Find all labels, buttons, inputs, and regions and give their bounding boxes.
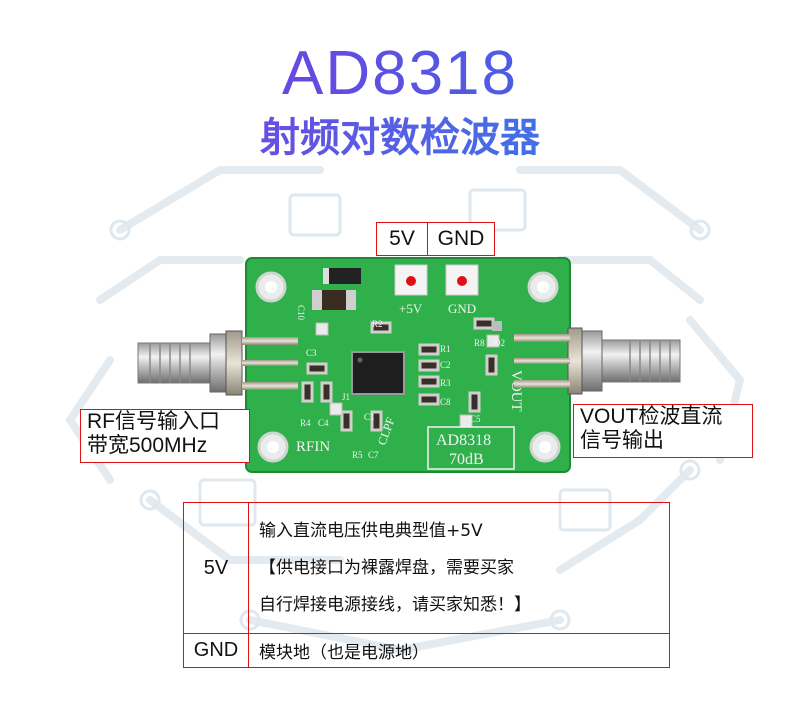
svg-text:C1: C1 [364, 412, 375, 422]
silk-gain: 70dB [449, 451, 484, 468]
ic-chip-icon [351, 351, 405, 395]
rf-input-label: RF信号输入口 [87, 410, 220, 433]
svg-text:R8: R8 [474, 338, 485, 348]
silk-rfin: RFIN [296, 439, 330, 455]
sma-connector-icon [514, 327, 681, 395]
silk-gnd: GND [448, 301, 476, 316]
vout-label: VOUT检波直流 [580, 405, 723, 428]
vout-callout: VOUT检波直流 信号输出 [573, 404, 753, 458]
svg-text:R3: R3 [440, 378, 451, 388]
silk-chip-name: AD8318 [436, 432, 491, 449]
svg-text:C10: C10 [296, 305, 306, 321]
svg-text:C4: C4 [318, 418, 329, 428]
svg-text:C5: C5 [470, 414, 481, 424]
svg-text:R1: R1 [440, 344, 451, 354]
table-row: 5V 输入直流电压供电典型值+5V 【供电接口为裸露焊盘，需要买家 自行焊接电源… [183, 502, 670, 634]
table-row: GND 模块地（也是电源地） [183, 633, 670, 668]
pin-name-cell: 5V [183, 502, 249, 634]
pin-description-cell: 输入直流电压供电典型值+5V 【供电接口为裸露焊盘，需要买家 自行焊接电源接线，… [248, 502, 670, 634]
silk-5v: +5V [399, 301, 423, 316]
supply-note-line1: 【供电接口为裸露焊盘，需要买家 [259, 557, 514, 578]
signal-output-label: 信号输出 [580, 429, 664, 452]
pin-label-5v: 5V [376, 222, 428, 256]
svg-text:R4: R4 [300, 418, 311, 428]
pin-spec-table: 5V 输入直流电压供电典型值+5V 【供电接口为裸露焊盘，需要买家 自行焊接电源… [183, 502, 670, 668]
product-subtitle: 射频对数检波器 [0, 105, 800, 163]
sma-connector-icon [137, 330, 298, 396]
pin-name-cell: GND [183, 633, 249, 668]
svg-text:R5: R5 [352, 450, 363, 460]
svg-text:D2: D2 [494, 338, 505, 348]
bandwidth-label: 带宽500MHz [87, 434, 208, 457]
product-title: AD8318 [0, 38, 800, 109]
svg-text:C8: C8 [440, 397, 451, 407]
supply-note-line2: 自行焊接电源接线，请买家知悉！】 [259, 594, 531, 615]
svg-text:R2: R2 [372, 319, 383, 329]
pin-description-cell: 模块地（也是电源地） [248, 633, 670, 668]
silk-vout: VOUT [508, 370, 524, 412]
svg-text:C3: C3 [306, 348, 317, 358]
rf-input-callout: RF信号输入口 带宽500MHz [80, 409, 250, 463]
supply-voltage-text: 输入直流电压供电典型值+5V [259, 520, 483, 541]
svg-text:J1: J1 [342, 392, 350, 402]
svg-text:C2: C2 [440, 360, 451, 370]
svg-text:C7: C7 [368, 450, 379, 460]
pin-label-gnd: GND [427, 222, 495, 256]
